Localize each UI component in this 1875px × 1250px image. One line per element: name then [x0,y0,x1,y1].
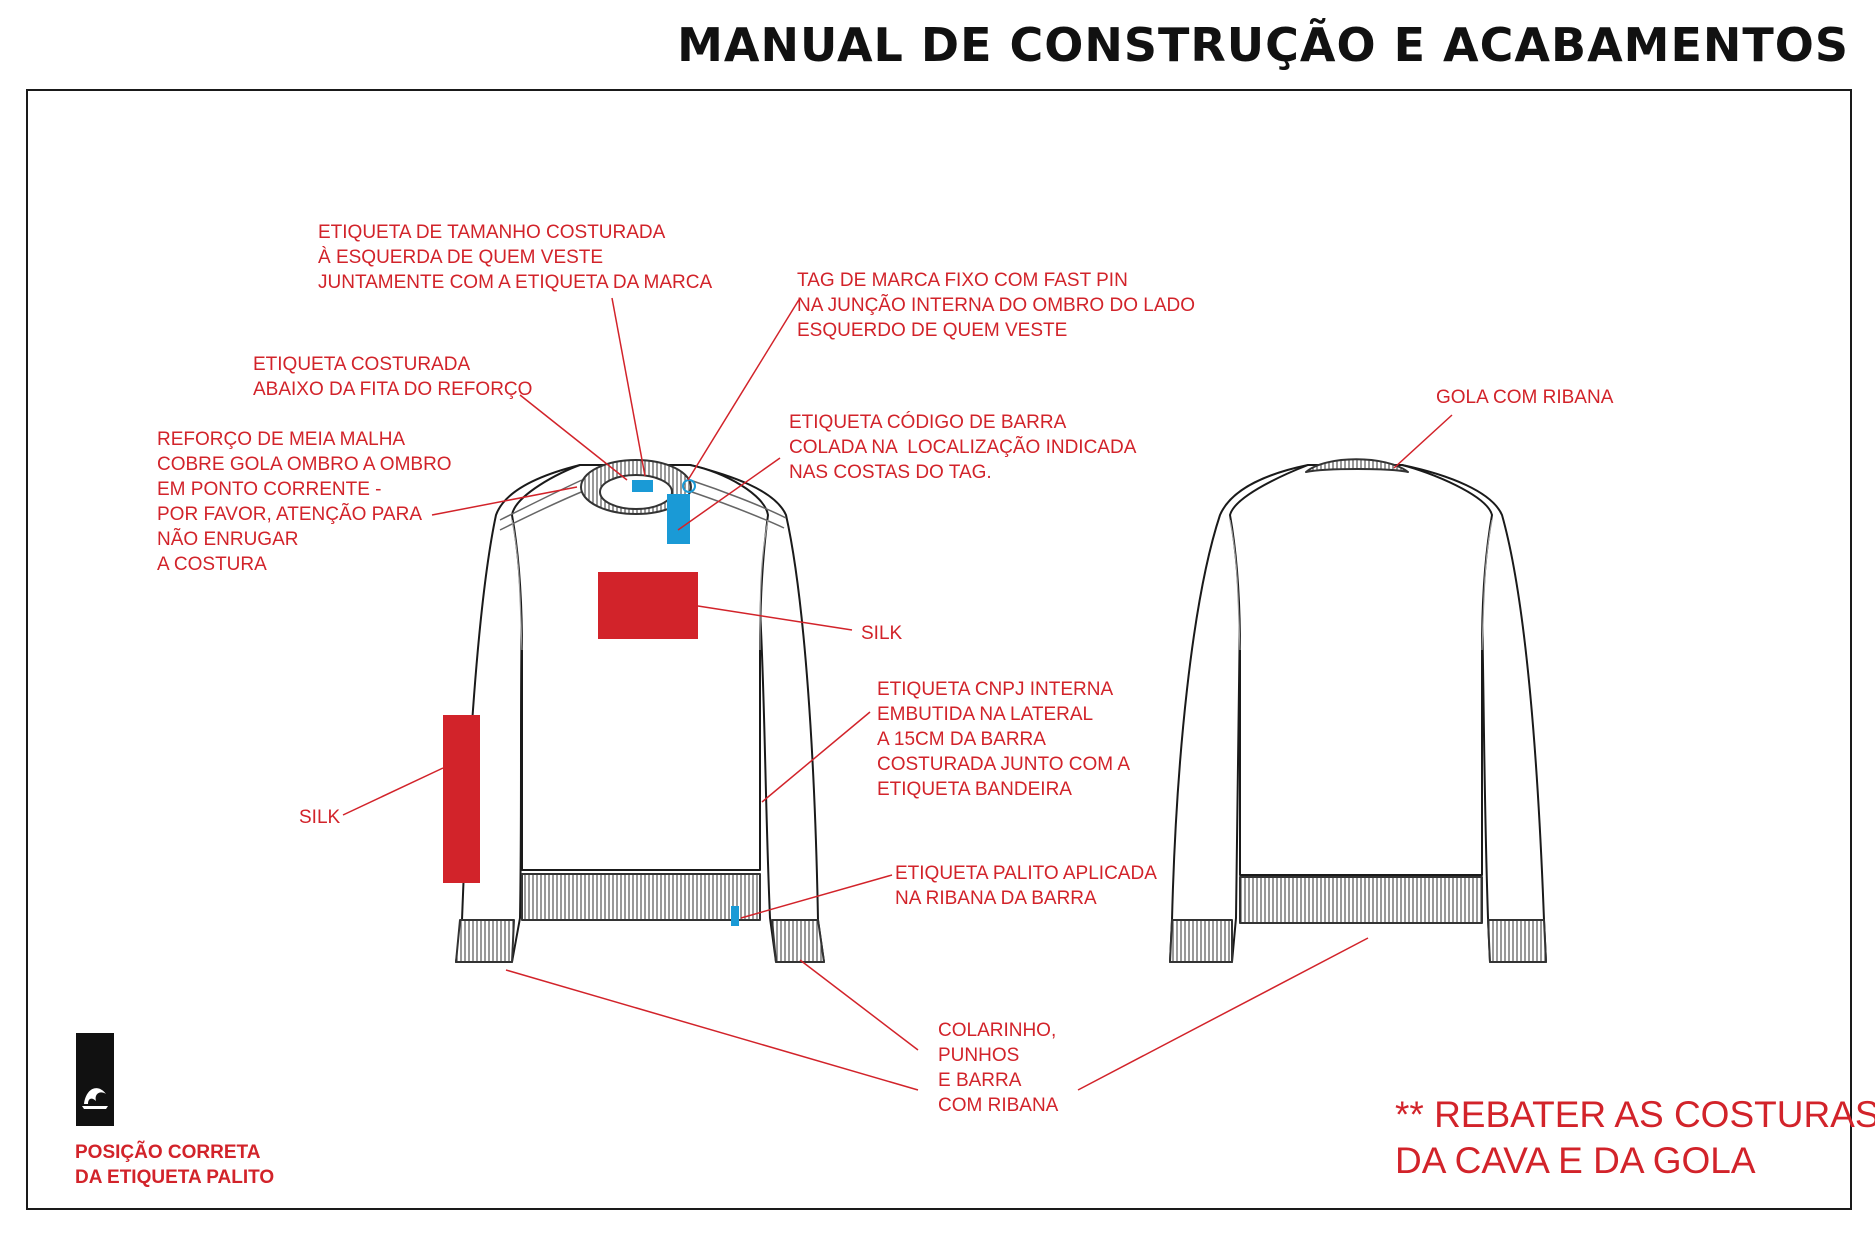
annotation-sewn-label: ETIQUETA COSTURADA ABAIXO DA FITA DO REF… [253,354,533,400]
brand-hang-tag [667,494,690,544]
front-left-shoulder-tape [499,479,587,531]
back-view [1169,458,1547,963]
front-armhole-left [511,519,523,651]
silk-sleeve-print [443,715,480,883]
back-armhole-right [1481,519,1493,651]
leader-silk-chest [697,605,853,631]
leader-silk-sleeve [342,767,444,816]
back-left-cuff [1169,919,1233,963]
leader-ribbing-cuff [799,959,919,1051]
front-armhole-right [759,519,769,651]
leader-ribbing-hem [505,969,919,1091]
annotation-back-collar: GOLA COM RIBANA [1436,387,1614,408]
annotation-silk-chest: SILK [861,623,903,644]
annotation-ribbing: COLARINHO, PUNHOS E BARRA COM RIBANA [938,1020,1059,1116]
fast-pin [682,479,696,493]
back-body [1229,464,1493,876]
leader-cnpj [761,711,871,803]
annotation-palito: ETIQUETA PALITO APLICADA NA RIBANA DA BA… [895,863,1157,909]
back-collar-rib [1305,458,1409,473]
palito-tag-caption: POSIÇÃO CORRETA DA ETIQUETA PALITO [75,1142,275,1188]
quiksilver-logo-icon [82,1088,108,1109]
leader-lines [342,297,1453,1091]
rebater-note: ** REBATER AS COSTURAS DA CAVA E DA GOLA [1395,1094,1875,1181]
leader-size-label [611,297,646,477]
leader-back-collar [1393,414,1453,469]
palito-tag-sample [76,1033,114,1126]
front-right-cuff [771,919,825,963]
leader-reinforcement [431,486,578,516]
leader-barcode [677,457,781,531]
front-body [511,464,769,871]
back-right-cuff [1487,919,1547,963]
annotation-brand-tag: TAG DE MARCA FIXO COM FAST PIN NA JUNÇÃO… [797,270,1195,341]
leader-ribbing-back [1077,937,1369,1091]
front-hem-rib [521,873,761,921]
back-hem-rib [1239,876,1483,924]
palito-tag-front [731,906,739,926]
silk-chest-print [598,572,698,639]
annotation-size-label: ETIQUETA DE TAMANHO COSTURADA À ESQUERDA… [318,222,713,293]
leader-brand-tag [687,297,801,481]
page-title: MANUAL DE CONSTRUÇÃO E ACABAMENTOS [677,18,1849,72]
front-right-shoulder-tape [685,479,787,529]
size-label-tag [632,480,653,492]
annotation-reinforcement: REFORÇO DE MEIA MALHA COBRE GOLA OMBRO A… [157,429,452,575]
annotation-cnpj: ETIQUETA CNPJ INTERNA EMBUTIDA NA LATERA… [877,679,1131,800]
leader-palito [740,874,893,919]
annotation-barcode: ETIQUETA CÓDIGO DE BARRA COLADA NA LOCAL… [789,412,1137,483]
front-left-cuff [455,919,515,963]
leader-sewn-label [519,394,628,481]
annotation-silk-sleeve: SILK [299,807,341,828]
diagram-frame [26,89,1852,1210]
front-view [455,459,825,963]
back-armhole-left [1229,519,1241,651]
